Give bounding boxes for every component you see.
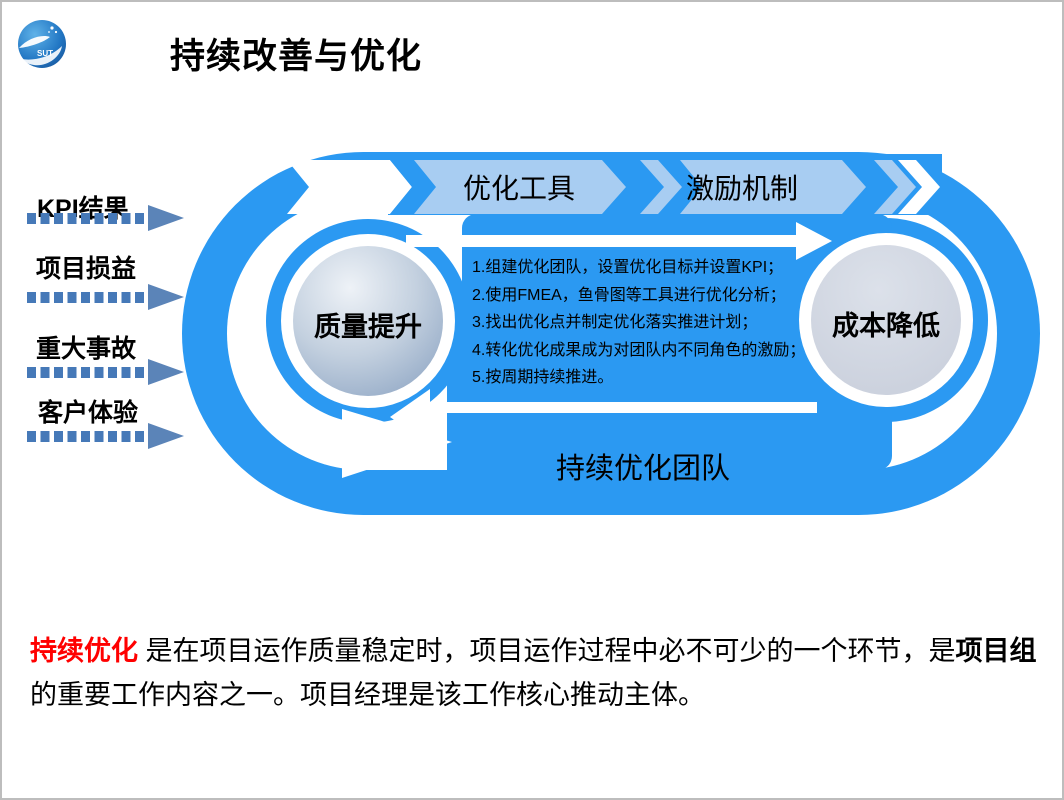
optimization-steps-list: 1.组建优化团队，设置优化目标并设置KPI； 2.使用FMEA，鱼骨图等工具进行… [472, 254, 822, 392]
banner-optimization-tools-shape [414, 160, 626, 214]
input-label-profit: 项目损益 [36, 255, 137, 283]
dashed-arrow-head-icon [148, 359, 184, 385]
dashed-arrow-bar [27, 291, 148, 303]
bottom-arrow-shaft [426, 402, 817, 413]
banner-white-chevron-left [287, 160, 412, 214]
continuous-optimization-team-label: 持续优化团队 [555, 453, 730, 485]
dashed-arrow-kpi [27, 205, 184, 231]
company-logo-icon: SUT [18, 20, 66, 68]
dashed-arrow-customer [27, 423, 184, 449]
banner-light-chevron-right [874, 160, 916, 214]
footer-highlight-text: 持续优化 [30, 636, 138, 666]
dashed-arrow-head-icon [148, 284, 184, 310]
logo-dot [48, 31, 50, 33]
logo-dot [54, 30, 58, 34]
footer-paragraph: 持续优化 是在项目运作质量稳定时，项目运作过程中必不可少的一个环节，是项目组的重… [30, 629, 1046, 717]
quality-circle-label: 质量提升 [314, 312, 422, 342]
quality-circle [293, 246, 443, 396]
bottom-arrow-head [390, 389, 430, 445]
top-arrow-head [796, 222, 832, 260]
step-item-3: 3.找出优化点并制定优化落实推进计划； [472, 314, 758, 331]
banner-separator-chevron [640, 160, 682, 214]
dashed-arrow-bar [27, 366, 148, 378]
dashed-arrow-head-icon [148, 205, 184, 231]
step-item-4: 4.转化优化成果成为对团队内不同角色的激励； [472, 341, 806, 359]
inner-body-lower [447, 322, 854, 515]
footer-bold-text: 项目组 [955, 636, 1037, 666]
logo-swoosh-lower [22, 46, 62, 66]
logo-dot [50, 26, 54, 30]
step-item-5: 5.按周期持续推进。 [472, 369, 614, 386]
step-item-1: 1.组建优化团队，设置优化目标并设置KPI； [472, 259, 784, 276]
dashed-arrow-bar [27, 430, 148, 442]
step-item-2: 2.使用FMEA，鱼骨图等工具进行优化分析； [472, 286, 786, 304]
logo-text: SUT [37, 49, 53, 58]
dashed-arrow-incident [27, 359, 184, 385]
logo-swoosh-upper [19, 36, 50, 48]
dashed-arrow-profit [27, 284, 184, 310]
banner-label-optimization-tools: 优化工具 [462, 173, 575, 204]
page-title: 持续改善与优化 [170, 37, 423, 76]
footer-text-segment-2: 的重要工作内容之一。项目经理是该工作核心推动主体。 [30, 680, 705, 710]
dashed-arrow-bar [27, 212, 148, 224]
cost-circle [811, 245, 961, 395]
input-label-incident: 重大事故 [36, 335, 137, 363]
top-arrow-shaft [406, 235, 796, 247]
loop-notch-chevron [342, 409, 452, 478]
dashed-arrow-head-icon [148, 423, 184, 449]
banner-white-chevron-right [898, 160, 940, 214]
banner-blue-chevron-left [390, 160, 430, 214]
banner-label-incentive: 激励机制 [685, 173, 798, 204]
input-label-customer: 客户体验 [38, 399, 139, 427]
cost-circle-label: 成本降低 [832, 311, 940, 341]
footer-text-segment-1: 是在项目运作质量稳定时，项目运作过程中必不可少的一个环节，是 [138, 636, 956, 666]
banner-incentive-shape [680, 160, 866, 214]
